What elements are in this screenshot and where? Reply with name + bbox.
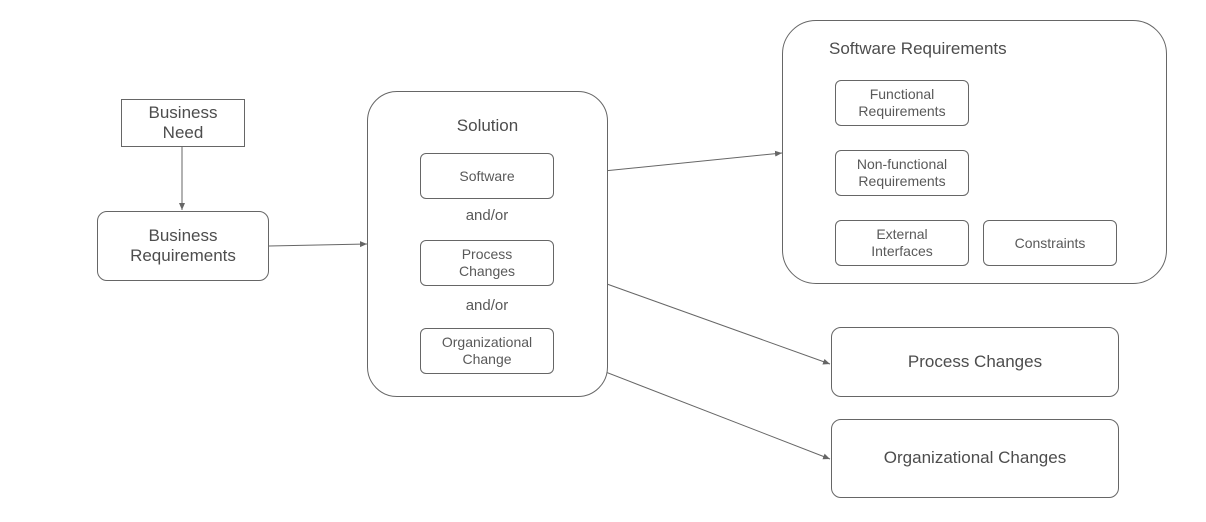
external-interfaces-node: External Interfaces [835,220,969,266]
business-requirements-label: Business Requirements [130,225,236,265]
solution-software-label: Software [459,167,515,184]
and-or-label-1: and/or [465,207,509,224]
non-functional-requirements-label: Non-functional Requirements [856,156,948,189]
arrow-requirements-to-solution [268,241,368,248]
organizational-changes-label: Organizational Changes [883,448,1067,468]
business-requirements-node: Business Requirements [97,211,269,281]
external-interfaces-label: External Interfaces [871,226,933,259]
non-functional-requirements-node: Non-functional Requirements [835,150,969,196]
and-or-label-2: and/or [465,297,509,314]
business-need-node: Business Need [121,99,245,147]
business-need-label: Business Need [148,102,218,142]
solution-title: Solution [456,116,519,135]
solution-organizational-change-node: Organizational Change [420,328,554,374]
process-changes-node: Process Changes [831,327,1119,397]
constraints-node: Constraints [983,220,1117,266]
solution-software-node: Software [420,153,554,199]
solution-process-changes-node: Process Changes [420,240,554,286]
constraints-label: Constraints [1014,234,1086,251]
software-requirements-title: Software Requirements [829,39,1007,58]
solution-process-changes-label: Process Changes [458,246,516,279]
solution-organizational-change-label: Organizational Change [441,334,533,367]
functional-requirements-label: Functional Requirements [858,86,946,119]
process-changes-label: Process Changes [907,351,1043,371]
organizational-changes-node: Organizational Changes [831,419,1119,498]
functional-requirements-node: Functional Requirements [835,80,969,126]
